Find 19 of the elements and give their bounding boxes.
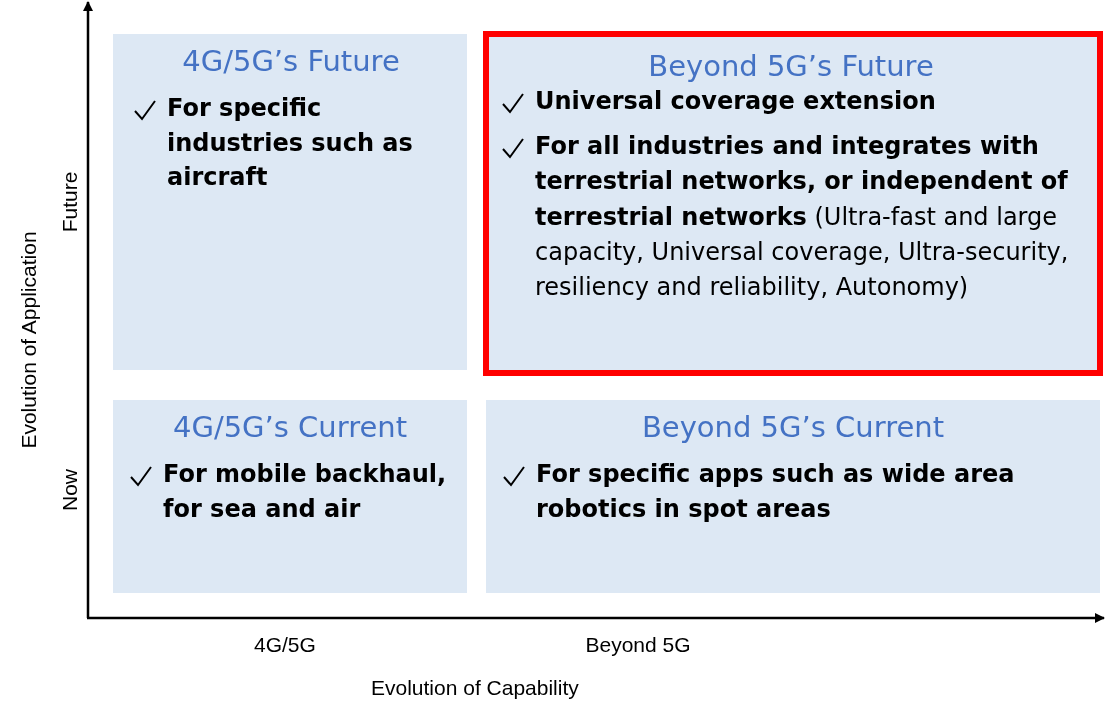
bullet-text: For all industries and integrates with terrestrial networks, or independent of terrestrial networks (Ultra-fast and large capacity, Universal coverage, Ultra-security, resiliency and reliability, Autonomy)	[535, 132, 1069, 302]
highlighted-quadrant-box	[483, 31, 1103, 376]
quadrant-box	[113, 34, 467, 370]
bullet-text: Universal coverage extension	[535, 86, 936, 115]
axis-tick-label: Future	[57, 171, 82, 233]
axis-title: Evolution of Application	[16, 231, 41, 449]
quadrant-heading: Beyond 5G’s Current	[640, 410, 945, 445]
bullet-text: For specific apps such as wide area robotics in spot areas	[536, 459, 1015, 523]
quadrant-heading: 4G/5G’s Future	[181, 44, 401, 79]
axis-tick-label: 4G/5G	[254, 633, 316, 657]
quadrant-box	[113, 400, 467, 593]
quadrant-heading: Beyond 5G’s Future	[647, 49, 935, 84]
bullet-text: For specific industries such as aircraft	[167, 93, 413, 192]
axis-tick-label: Beyond 5G	[585, 633, 691, 657]
bullet-text: For mobile backhaul, for sea and air	[163, 459, 447, 523]
quadrant-box	[486, 400, 1100, 593]
axis-title: Evolution of Capability	[371, 676, 579, 700]
quadrant-heading: 4G/5G’s Current	[171, 410, 409, 445]
axis-tick-label: Now	[58, 469, 82, 511]
